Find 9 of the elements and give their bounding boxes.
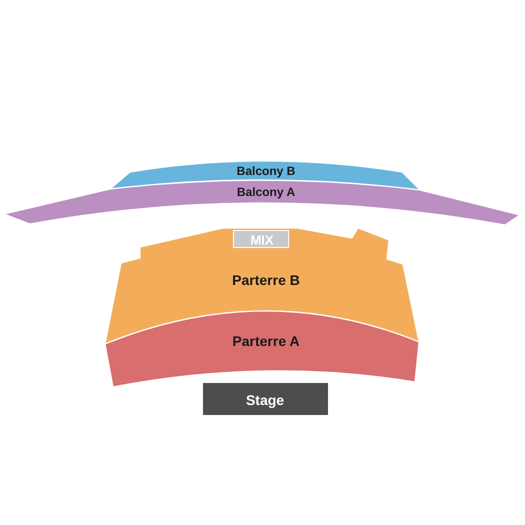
- parterre-section: [103, 227, 421, 346]
- section-label: Balcony A: [236, 186, 296, 198]
- stage: [203, 383, 328, 415]
- section-label: Parterre A: [232, 334, 300, 348]
- stage-label: Stage: [246, 393, 284, 407]
- parterre-section: [103, 309, 421, 389]
- section-label: Balcony B: [236, 165, 296, 177]
- section-label: Parterre B: [232, 273, 300, 287]
- mix-booth: [233, 230, 289, 248]
